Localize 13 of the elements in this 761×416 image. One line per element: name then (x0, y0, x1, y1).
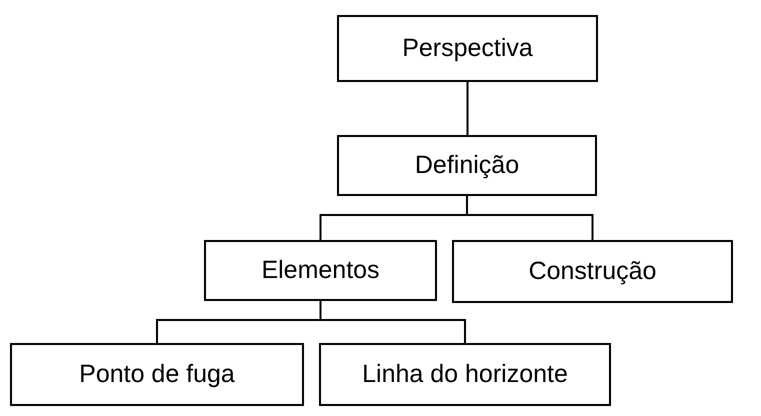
topic-label: Linha do horizonte (362, 360, 568, 389)
topic-box (452, 240, 733, 303)
topic-label: Ponto de fuga (79, 360, 235, 389)
topic-label: Perspectiva (402, 34, 533, 63)
topic-box (337, 135, 597, 196)
topic-box (319, 343, 611, 406)
topic-box (204, 240, 437, 301)
connector-line (466, 82, 468, 135)
topic-box (10, 343, 304, 406)
topic-label: Elementos (261, 256, 380, 285)
topic-box (337, 15, 598, 82)
topic-label: Definição (414, 151, 520, 180)
topic-label: Construção (528, 257, 656, 286)
